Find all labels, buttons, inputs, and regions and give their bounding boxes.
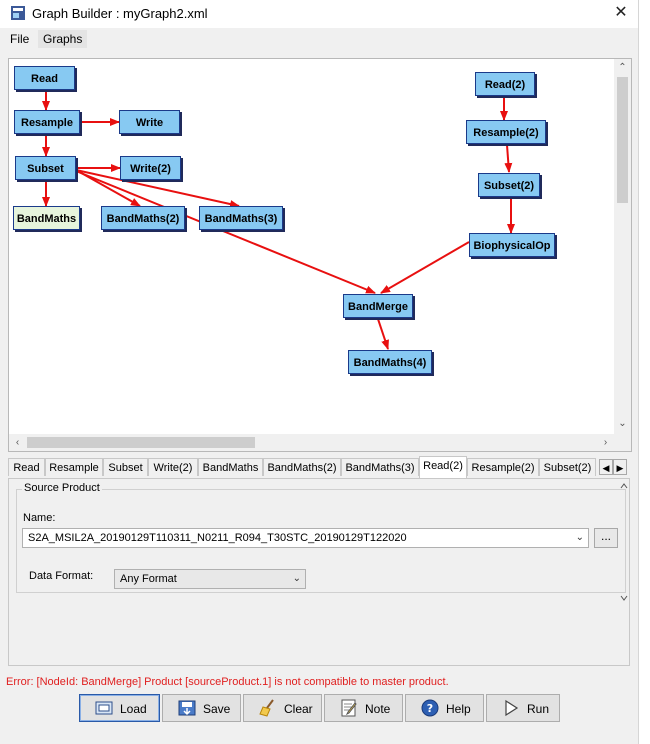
window-title: Graph Builder : myGraph2.xml <box>32 6 208 21</box>
note-button[interactable]: Note <box>324 694 403 722</box>
menu-file[interactable]: File <box>10 32 30 46</box>
node-resample2[interactable]: Resample(2) <box>466 120 546 144</box>
data-format-value: Any Format <box>120 573 177 585</box>
tab-bandmaths3[interactable]: BandMaths(3) <box>341 458 419 476</box>
play-icon <box>505 699 519 717</box>
name-label: Name: <box>23 512 56 524</box>
close-button[interactable]: ✕ <box>604 0 638 28</box>
horizontal-scroll-thumb[interactable] <box>27 437 255 448</box>
data-format-select[interactable]: Any Format ⌄ <box>114 569 306 589</box>
node-resample[interactable]: Resample <box>14 110 80 134</box>
source-product-group: Source Product Name: S2A_MSIL2A_20190129… <box>16 482 626 593</box>
graph-horizontal-scrollbar[interactable]: ‹ › <box>9 434 614 451</box>
load-button[interactable]: Load <box>79 694 160 722</box>
node-subset[interactable]: Subset <box>15 156 76 180</box>
clear-label: Clear <box>284 702 313 716</box>
node-tab-bar: Read Resample Subset Write(2) BandMaths … <box>8 456 630 478</box>
source-product-select[interactable]: S2A_MSIL2A_20190129T110311_N0211_R094_T3… <box>22 528 589 548</box>
clear-button[interactable]: Clear <box>243 694 322 722</box>
tab-read[interactable]: Read <box>8 458 45 476</box>
read2-settings-panel: Source Product Name: S2A_MSIL2A_20190129… <box>8 478 630 666</box>
edge-subset-bandmerge <box>75 170 376 294</box>
note-label: Note <box>365 702 391 716</box>
help-label: Help <box>446 702 471 716</box>
source-product-value: S2A_MSIL2A_20190129T110311_N0211_R094_T3… <box>28 532 407 544</box>
browse-button[interactable]: ... <box>594 528 618 548</box>
node-bandmaths[interactable]: BandMaths <box>13 206 80 230</box>
edge-biophysical-bandmerge <box>380 241 470 294</box>
tab-subset[interactable]: Subset <box>103 458 148 476</box>
node-write2[interactable]: Write(2) <box>120 156 181 180</box>
tab-bandmaths[interactable]: BandMaths <box>198 458 263 476</box>
tab-scroll-right-icon[interactable]: ▶ <box>613 459 627 475</box>
save-button[interactable]: Save <box>162 694 241 722</box>
tab-read2[interactable]: Read(2) <box>419 456 467 478</box>
tab-resample[interactable]: Resample <box>45 458 103 476</box>
edge-bandmerge-bandmaths4 <box>377 318 389 350</box>
scroll-left-icon[interactable]: ‹ <box>15 437 20 448</box>
node-read2[interactable]: Read(2) <box>475 72 535 96</box>
tab-subset2[interactable]: Subset(2) <box>539 458 596 476</box>
close-icon: ✕ <box>614 4 628 21</box>
edge-subset-bandmaths3 <box>75 169 240 208</box>
node-bandmaths4[interactable]: BandMaths(4) <box>348 350 432 374</box>
broom-icon <box>259 699 274 717</box>
node-write[interactable]: Write <box>119 110 180 134</box>
source-product-title: Source Product <box>22 482 102 494</box>
node-subset2[interactable]: Subset(2) <box>478 173 540 197</box>
node-bandmaths3[interactable]: BandMaths(3) <box>199 206 283 230</box>
load-label: Load <box>120 702 147 716</box>
node-bandmerge[interactable]: BandMerge <box>343 294 413 318</box>
error-message: Error: [NodeId: BandMerge] Product [sour… <box>6 676 449 688</box>
tab-scroll-left-icon[interactable]: ◀ <box>599 459 613 475</box>
scroll-right-icon[interactable]: › <box>603 437 608 448</box>
panel-scroll-arrows[interactable] <box>618 482 630 602</box>
node-bandmaths2[interactable]: BandMaths(2) <box>101 206 185 230</box>
chevron-down-icon: ⌄ <box>292 573 301 584</box>
tab-bandmaths2[interactable]: BandMaths(2) <box>263 458 341 476</box>
tab-write2[interactable]: Write(2) <box>148 458 198 476</box>
graph-vertical-scrollbar[interactable]: ⌃ ⌄ <box>614 59 631 434</box>
help-icon: ? <box>421 699 439 717</box>
data-format-label: Data Format: <box>29 570 94 582</box>
help-button[interactable]: ? Help <box>405 694 484 722</box>
menu-graphs[interactable]: Graphs <box>38 30 88 48</box>
chevron-down-icon: ⌄ <box>575 532 584 543</box>
node-read[interactable]: Read <box>14 66 75 90</box>
svg-text:?: ? <box>427 702 433 715</box>
graph-canvas[interactable]: Read Resample Write Subset Write(2) Band… <box>8 58 632 452</box>
scroll-up-icon[interactable]: ⌃ <box>618 62 627 73</box>
save-icon <box>178 700 196 716</box>
edge-resample2-subset2 <box>504 144 513 173</box>
scrollbar-corner <box>614 434 631 451</box>
vertical-scroll-thumb[interactable] <box>617 77 628 203</box>
title-bar: Graph Builder : myGraph2.xml ✕ <box>0 0 638 28</box>
menu-bar: File Graphs <box>0 28 638 50</box>
app-icon <box>11 6 25 20</box>
run-button[interactable]: Run <box>486 694 560 722</box>
save-label: Save <box>203 702 231 716</box>
run-label: Run <box>527 702 550 716</box>
graph-edges <box>42 90 515 350</box>
note-icon <box>341 699 357 717</box>
load-icon <box>95 701 113 715</box>
scroll-down-icon[interactable]: ⌄ <box>618 418 627 429</box>
tab-resample2[interactable]: Resample(2) <box>467 458 539 476</box>
node-biophysical[interactable]: BiophysicalOp <box>469 233 555 257</box>
